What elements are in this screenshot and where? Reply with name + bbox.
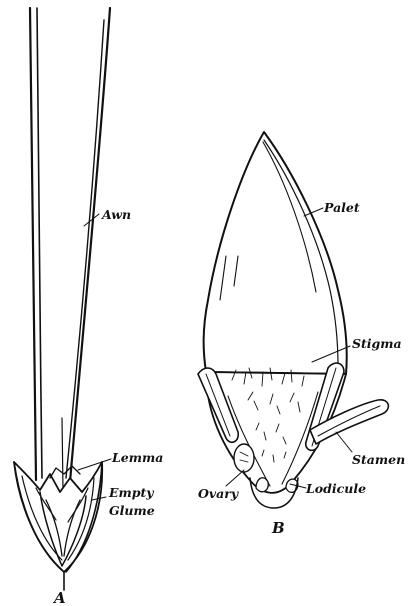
lemma-label: Lemma <box>111 450 163 465</box>
lemma-leader <box>78 459 111 470</box>
stamen-leader <box>336 432 352 452</box>
awn-right <box>66 8 110 482</box>
central-bristle <box>62 418 63 490</box>
palet-label: Palet <box>323 200 360 215</box>
panel-a-caption: A <box>52 589 66 606</box>
ovary-leader <box>226 470 244 486</box>
awn-label: Awn <box>101 207 131 222</box>
lodicule-label: Lodicule <box>305 481 366 496</box>
empty-glume-label-line1: Empty <box>108 485 154 500</box>
ovary-label: Ovary <box>198 486 239 501</box>
panel-b-caption: B <box>271 519 285 537</box>
palet <box>204 132 347 374</box>
panel-a-drawing <box>14 8 110 590</box>
spikelet-body <box>14 462 102 590</box>
ovary <box>234 444 254 472</box>
stamen-label: Stamen <box>352 452 405 467</box>
empty-glume-label-line2: Glume <box>109 503 155 518</box>
awn-left <box>30 8 42 480</box>
stigma-label: Stigma <box>352 336 402 351</box>
